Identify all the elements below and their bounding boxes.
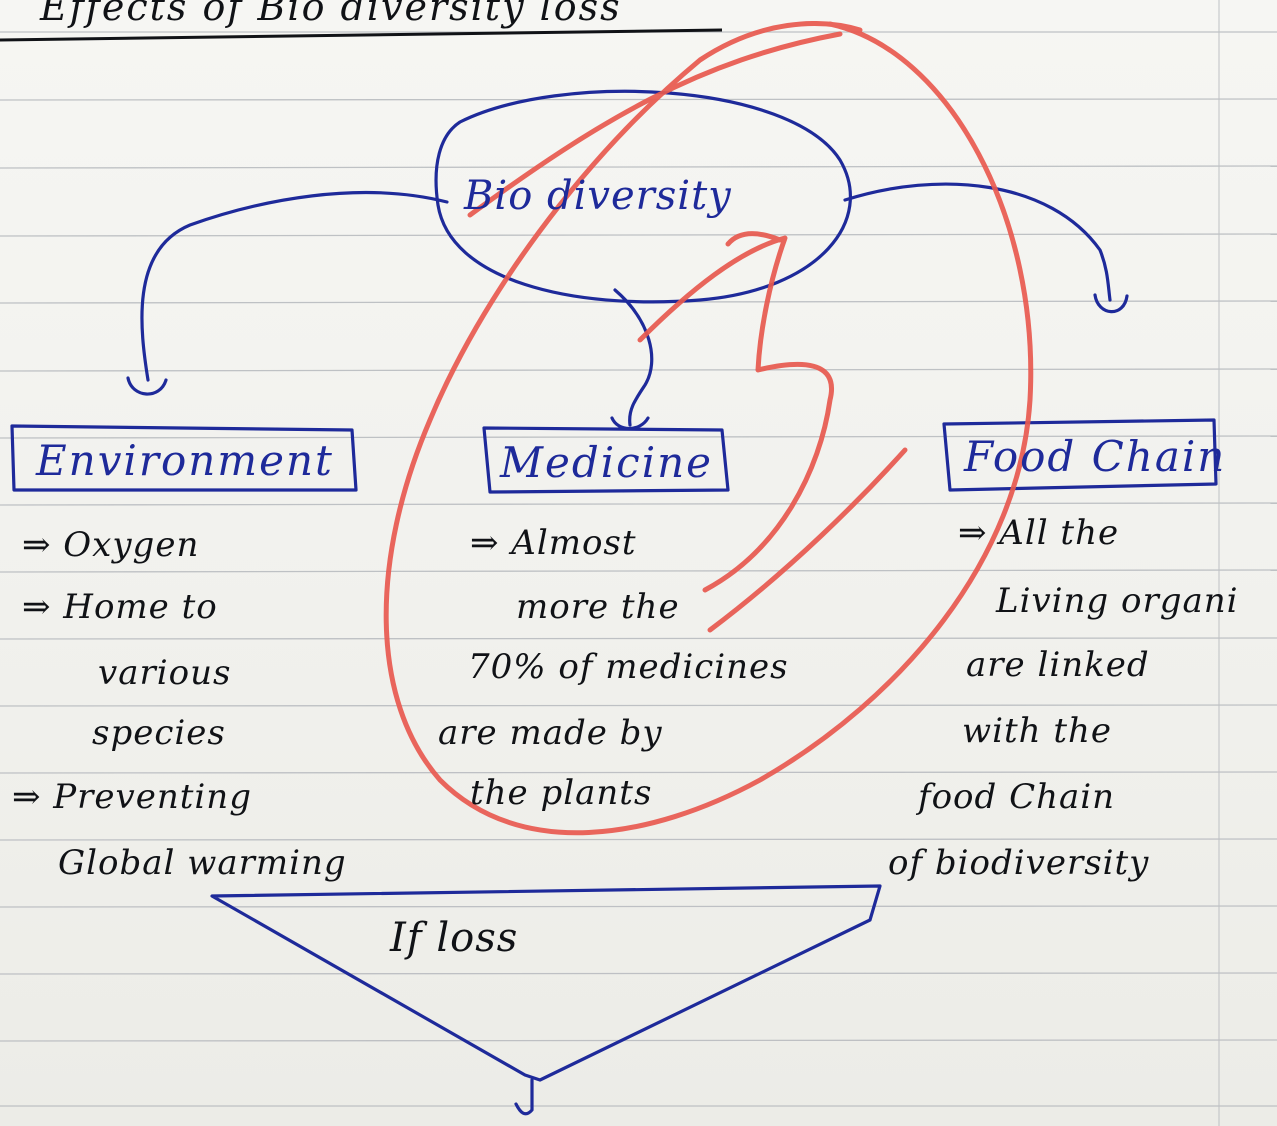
med-note-3: 70% of medicines bbox=[468, 647, 789, 687]
env-note-3: various bbox=[98, 653, 232, 693]
food-note-5: food Chain bbox=[918, 777, 1116, 817]
food-note-3: are linked bbox=[966, 645, 1150, 685]
node-biodiversity: Bio diversity bbox=[464, 173, 732, 219]
food-note-6: of biodiversity bbox=[888, 843, 1150, 883]
funnel-triangle bbox=[210, 884, 882, 1082]
red-marker-scribble bbox=[383, 21, 1034, 836]
env-note-6: Global warming bbox=[58, 843, 347, 883]
node-food-chain: Food Chain bbox=[964, 432, 1227, 481]
env-note-5: ⇒ Preventing bbox=[12, 777, 252, 817]
connector-environment bbox=[140, 190, 449, 382]
node-medicine: Medicine bbox=[500, 438, 714, 487]
env-note-4: species bbox=[92, 713, 226, 753]
env-note-1: ⇒ Oxygen bbox=[22, 525, 200, 565]
center-ellipse bbox=[434, 89, 852, 304]
blue-ink-shapes bbox=[10, 89, 1218, 1116]
arrowhead-foodchain bbox=[1093, 293, 1129, 314]
connector-foodchain bbox=[843, 182, 1112, 302]
food-note-2: Living organi bbox=[996, 581, 1239, 621]
env-note-2: ⇒ Home to bbox=[22, 587, 218, 627]
med-note-1: ⇒ Almost bbox=[470, 523, 637, 563]
box-medicine bbox=[482, 426, 730, 494]
title-underline bbox=[0, 28, 723, 42]
med-note-5: the plants bbox=[470, 773, 653, 813]
page-title: Effects of Bio diversity loss bbox=[40, 0, 622, 29]
node-environment: Environment bbox=[36, 436, 334, 485]
arrowhead-environment bbox=[126, 376, 168, 396]
box-environment bbox=[10, 424, 358, 492]
food-note-4: with the bbox=[962, 711, 1113, 751]
med-note-2: more the bbox=[516, 587, 680, 627]
condition-if-loss: If loss bbox=[390, 915, 519, 961]
connector-medicine bbox=[613, 288, 654, 427]
funnel-arrow bbox=[514, 1078, 534, 1116]
food-note-1: ⇒ All the bbox=[958, 513, 1120, 553]
med-note-4: are made by bbox=[438, 713, 663, 753]
box-foodchain bbox=[942, 418, 1218, 492]
